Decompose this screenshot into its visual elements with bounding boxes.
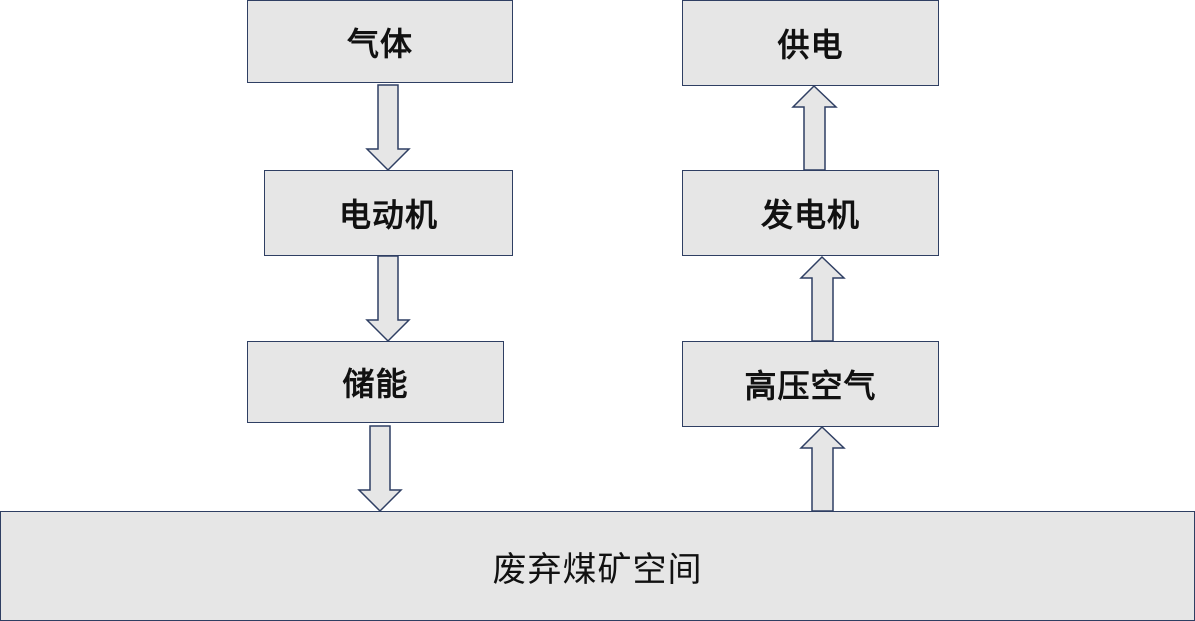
abandoned-coal-mine-space-box: 废弃煤矿空间 <box>0 511 1195 621</box>
arrow-generator-to-power-supply <box>791 84 838 171</box>
arrow-high-pressure-air-to-generator <box>799 255 846 342</box>
high-pressure-air-box: 高压空气 <box>682 341 939 427</box>
abandoned-coal-mine-space-label: 废弃煤矿空间 <box>492 549 703 590</box>
gas-box: 气体 <box>247 0 513 83</box>
motor-label: 电动机 <box>338 196 438 234</box>
storage-box: 储能 <box>247 341 504 423</box>
gas-label: 气体 <box>346 24 413 63</box>
arrow-storage-to-mine <box>357 425 403 513</box>
arrow-gas-to-motor <box>365 84 411 172</box>
storage-label: 储能 <box>342 365 409 403</box>
generator-box: 发电机 <box>682 170 939 256</box>
power-supply-label: 供电 <box>777 26 844 64</box>
high-pressure-air-label: 高压空气 <box>744 367 877 405</box>
arrow-mine-to-high-pressure-air <box>799 425 846 512</box>
generator-label: 发电机 <box>760 196 860 234</box>
power-supply-box: 供电 <box>682 0 939 86</box>
arrow-motor-to-storage <box>365 255 411 343</box>
